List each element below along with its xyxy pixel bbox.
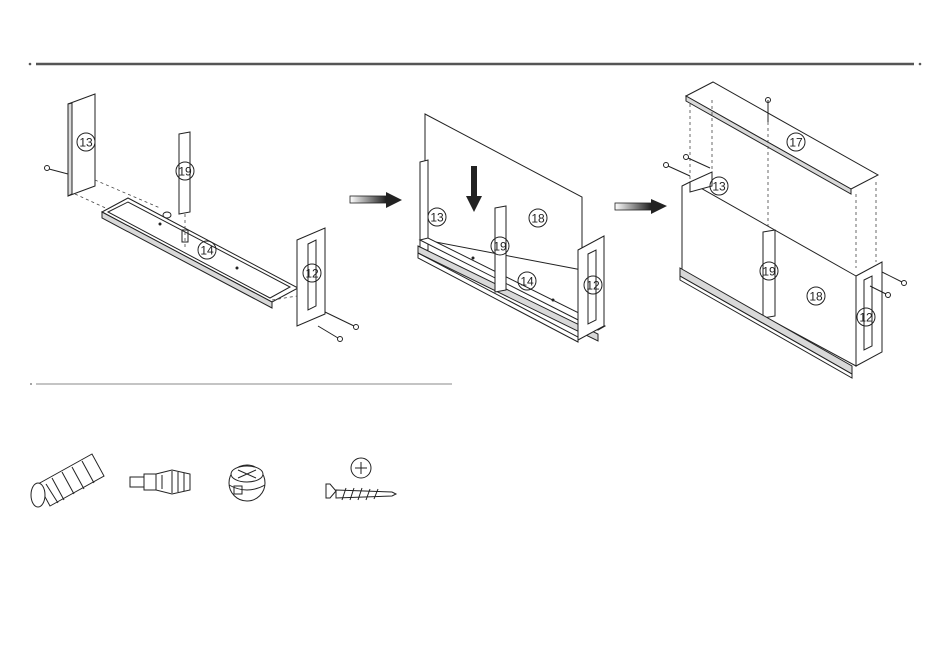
- part-label-13-step2: 13: [430, 211, 444, 225]
- step-3-top-panel: 17 13 19 18 12: [664, 82, 907, 378]
- screw-icon: [45, 166, 69, 175]
- screw-icon: [326, 458, 396, 500]
- base-panel-14: 14: [102, 198, 298, 308]
- part-label-18-step3: 18: [809, 290, 823, 304]
- cam-bolt-icon: [130, 470, 190, 494]
- cam-lock-icon: [229, 465, 265, 501]
- screw-icon: [318, 312, 359, 342]
- part-label-14-step1: 14: [200, 244, 214, 258]
- panel-12: 12: [272, 228, 325, 326]
- part-label-19-step1: 19: [178, 165, 192, 179]
- part-label-14-step2: 14: [520, 275, 534, 289]
- part-label-19-step3: 19: [762, 265, 776, 279]
- part-label-12-step1: 12: [305, 267, 319, 281]
- part-label-12-step2: 12: [586, 279, 600, 293]
- cam-bolt-icon: [163, 212, 171, 218]
- top-rule: [29, 63, 922, 66]
- step-arrow-1: [350, 192, 402, 208]
- step-arrow-2: [615, 199, 667, 214]
- part-label-12-step3: 12: [859, 311, 873, 325]
- part-label-13-step3: 13: [712, 180, 726, 194]
- part-label-19-step2: 19: [493, 240, 507, 254]
- top-panel-17: [686, 82, 878, 189]
- wooden-dowel-icon: [31, 454, 104, 507]
- step-2-back-panel-insertion: 18 13 19 14 12: [418, 114, 605, 342]
- section-divider: [30, 383, 452, 385]
- hardware-legend: [31, 454, 396, 507]
- panel-13: 13: [68, 94, 95, 196]
- step-1-exploded-view: 13 14 19: [45, 94, 359, 342]
- part-label-18-step2: 18: [531, 212, 545, 226]
- part-label-17-step3: 17: [789, 136, 803, 150]
- part-label-13-step1: 13: [79, 136, 93, 150]
